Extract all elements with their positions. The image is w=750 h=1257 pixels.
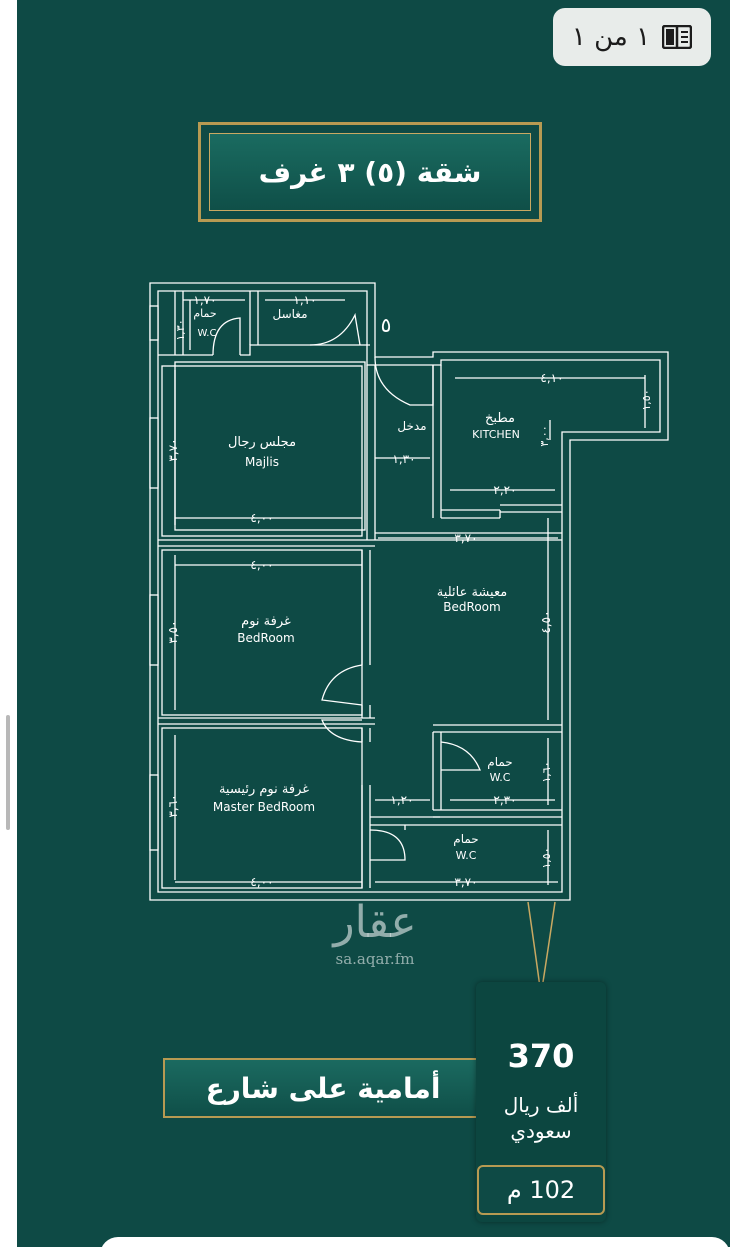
label-majlis-ar: مجلس رجال	[228, 435, 296, 450]
book-open-icon	[662, 25, 693, 49]
label-majlis-en: Majlis	[245, 455, 279, 469]
dim-living-h: ٤,٥٠	[539, 610, 553, 633]
scrollbar-thumb[interactable]	[6, 715, 10, 830]
watermark-brand: عقار	[333, 897, 417, 948]
aqar-watermark: عقار sa.aqar.fm	[310, 897, 440, 969]
price-unit: ألف ريال سعودي	[476, 1092, 606, 1144]
price-value: 370	[507, 1037, 575, 1075]
price-unit-line2: سعودي	[510, 1119, 572, 1143]
apartment-title: شقة (٥) ٣ غرف	[209, 133, 531, 211]
label-master-ar: غرفة نوم رئيسية	[219, 782, 309, 797]
dim-bath-mid-w: ٢,٣٠	[493, 793, 516, 807]
dim-bath-top-w: ١,٧٠	[193, 293, 216, 307]
apartment-title-frame: شقة (٥) ٣ غرف	[198, 122, 542, 222]
page-counter-text: ١ من ١	[571, 22, 651, 52]
label-bath-top-ar: حمام	[193, 307, 216, 320]
label-living-ar: معيشة عائلية	[437, 585, 507, 600]
dim-bedroom-w: ٤,٠٠	[250, 558, 273, 572]
dim-kitchen-bottom: ٢,٢٠	[493, 483, 516, 497]
label-bedroom-en: BedRoom	[237, 631, 294, 645]
dim-master-w: ٤,٠٠	[250, 875, 273, 889]
label-kitchen-ar: مطبخ	[485, 411, 515, 426]
dim-corridor-w: ١,٢٠	[390, 793, 413, 807]
dim-master-h: ٣,٦٠	[166, 794, 180, 817]
dim-sinks-w: ١,١٠	[293, 293, 316, 307]
label-bath-mid-ar: حمام	[487, 755, 512, 769]
label-kitchen-en: KITCHEN	[472, 428, 520, 441]
dim-majlis-w: ٤,٠٠	[250, 511, 273, 525]
dim-bedroom-h: ٣,٥٠	[166, 620, 180, 643]
dim-bath-mid-h: ١,٦٠	[540, 761, 553, 782]
dim-bath-bottom-w: ٣,٧٠	[454, 875, 477, 889]
label-bath-bottom-ar: حمام	[453, 832, 478, 846]
dim-majlis-h: ٣,٧٠	[166, 438, 180, 461]
dim-living-w: ٣,٧٠	[454, 531, 477, 545]
label-bedroom-ar: غرفة نوم	[241, 614, 291, 629]
dim-bath-bottom-h: ١,٥٠	[540, 847, 553, 868]
area-badge: 102 م	[477, 1165, 605, 1215]
dim-kitchen-side: ١,٥٠	[640, 389, 653, 410]
dim-entrance-w: ١,٣٠	[392, 452, 415, 466]
unit-number: ٥	[381, 313, 392, 337]
watermark-url: sa.aqar.fm	[335, 950, 415, 968]
label-bath-bottom-en: W.C	[456, 849, 477, 862]
dim-kitchen-h: ٣,٠٠	[538, 425, 551, 446]
street-facing-banner: أمامية على شارع	[163, 1058, 483, 1118]
price-unit-line1: ألف ريال	[503, 1093, 579, 1117]
bottom-sheet-edge	[100, 1237, 730, 1257]
label-bath-mid-en: W.C	[490, 771, 511, 784]
dim-kitchen-w: ٤,١٠	[540, 371, 563, 385]
label-master-en: Master BedRoom	[213, 800, 315, 814]
dim-bath-top-h: ١,٣٠	[174, 319, 187, 340]
label-sinks: مغاسل	[272, 307, 307, 321]
page-counter[interactable]: ١ من ١	[553, 8, 711, 66]
label-entrance: مدخل	[397, 419, 426, 433]
label-living-en: BedRoom	[443, 600, 500, 614]
label-bath-top-en: W.C	[198, 328, 217, 339]
